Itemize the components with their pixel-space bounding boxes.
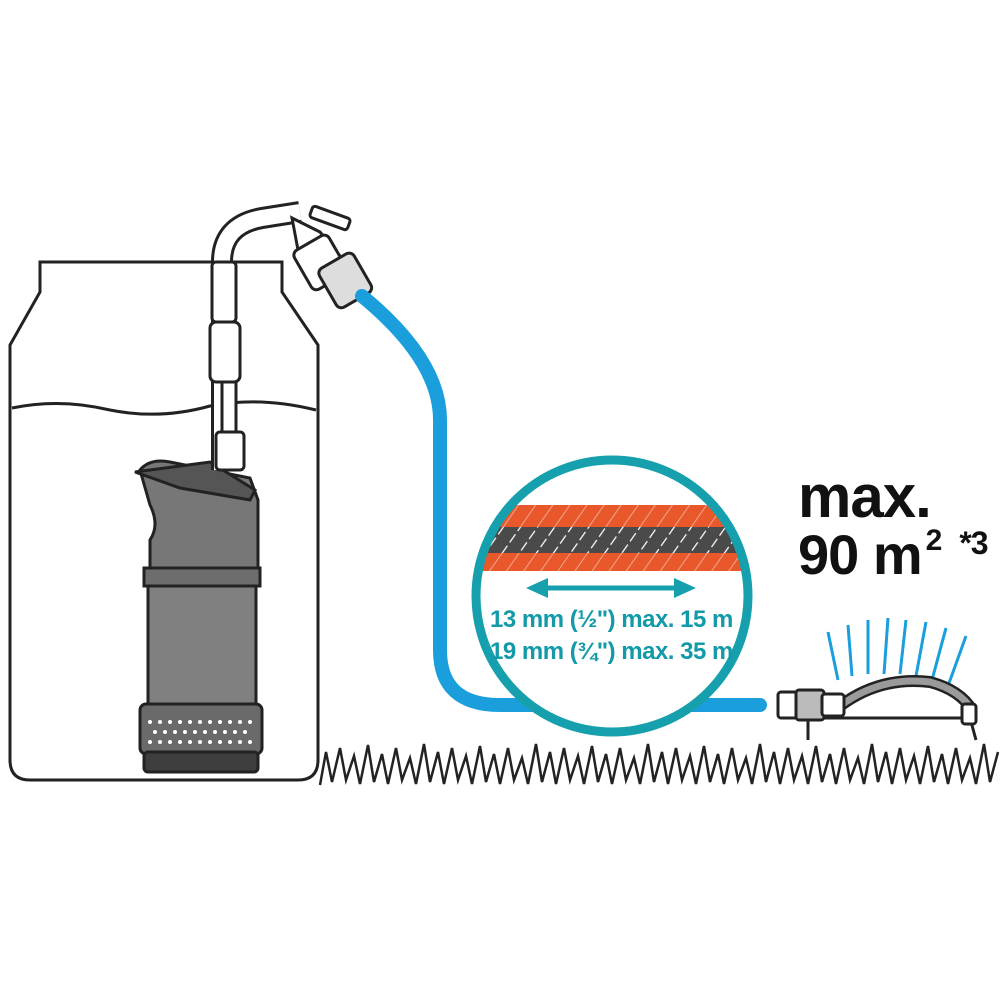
- water-line: [11, 400, 317, 416]
- riser-pipe: [208, 201, 302, 472]
- area-exponent: 2: [925, 524, 943, 557]
- max-label: max.: [798, 463, 932, 530]
- hose-spec-half-inch: 13 mm (½") max. 15 m: [490, 606, 733, 633]
- oscillating-sprinkler: [776, 617, 978, 741]
- grass: [318, 743, 1000, 786]
- length-arrow: [526, 578, 696, 598]
- hose-detail-magnifier: [471, 455, 753, 737]
- area-value: 90 m: [798, 523, 923, 586]
- hose-spec-three-quarter-inch: 19 mm (¾") max. 35 m: [490, 638, 733, 665]
- submersible-pump: [134, 459, 264, 774]
- footnote-marker: *3: [959, 525, 988, 561]
- garden-hose: [355, 289, 767, 712]
